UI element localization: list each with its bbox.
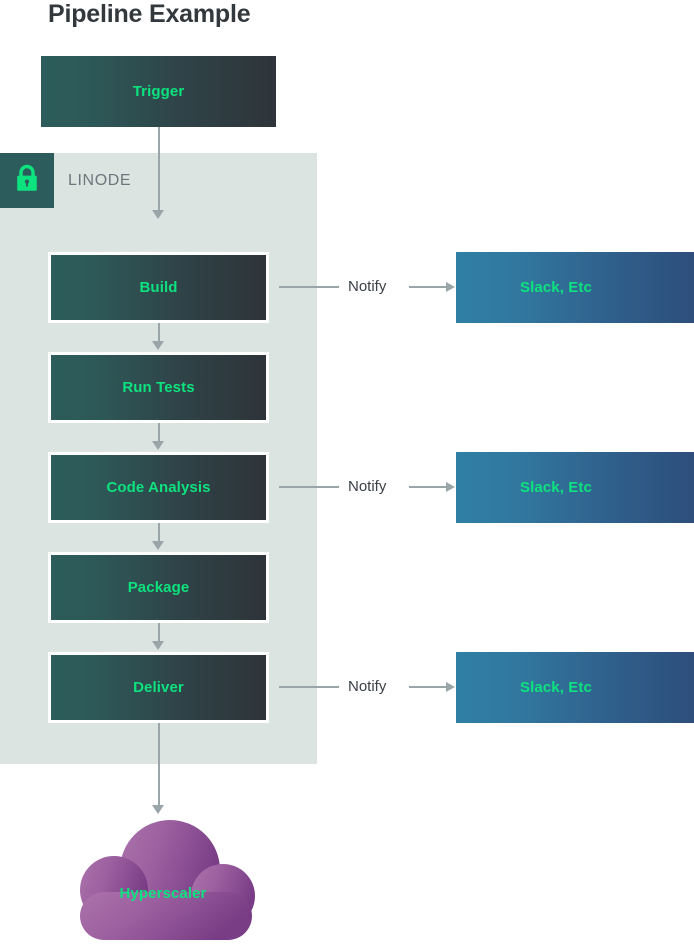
node-run-tests[interactable]: Run Tests bbox=[48, 352, 269, 423]
node-hyperscaler[interactable] bbox=[58, 818, 268, 944]
notify-arrow-deliver bbox=[446, 682, 455, 692]
arrow-run-tests-to-code-analysis bbox=[152, 441, 164, 450]
node-package[interactable]: Package bbox=[48, 552, 269, 623]
notify-line-deliver-right bbox=[409, 686, 447, 688]
lock-badge bbox=[0, 153, 54, 208]
node-build[interactable]: Build bbox=[48, 252, 269, 323]
node-deliver-label: Deliver bbox=[133, 679, 184, 696]
node-deliver[interactable]: Deliver bbox=[48, 652, 269, 723]
notify-label-build: Notify bbox=[348, 278, 387, 295]
connector-code-analysis-to-package bbox=[158, 523, 160, 543]
arrow-trigger-to-build bbox=[152, 210, 164, 219]
notify-arrow-build bbox=[446, 282, 455, 292]
arrow-package-to-deliver bbox=[152, 641, 164, 650]
arrow-code-analysis-to-package bbox=[152, 541, 164, 550]
notify-line-code-analysis-right bbox=[409, 486, 447, 488]
notify-label-code-analysis: Notify bbox=[348, 478, 387, 495]
connector-run-tests-to-code-analysis bbox=[158, 423, 160, 443]
node-slack-2[interactable]: Slack, Etc bbox=[456, 452, 694, 523]
linode-group-label: LINODE bbox=[68, 172, 132, 189]
node-package-label: Package bbox=[127, 579, 190, 596]
notify-label-deliver: Notify bbox=[348, 678, 387, 695]
arrow-deliver-to-hyperscaler bbox=[152, 805, 164, 814]
node-build-label: Build bbox=[139, 279, 178, 296]
node-trigger-label: Trigger bbox=[132, 83, 185, 100]
connector-deliver-to-hyperscaler bbox=[158, 723, 160, 807]
arrow-build-to-run-tests bbox=[152, 341, 164, 350]
notify-line-code-analysis-left bbox=[279, 486, 339, 488]
node-code-analysis[interactable]: Code Analysis bbox=[48, 452, 269, 523]
node-slack-1[interactable]: Slack, Etc bbox=[456, 252, 694, 323]
node-slack-2-label: Slack, Etc bbox=[520, 479, 592, 496]
connector-trigger-to-build bbox=[158, 127, 160, 212]
node-trigger[interactable]: Trigger bbox=[41, 56, 276, 127]
notify-line-build-left bbox=[279, 286, 339, 288]
connector-build-to-run-tests bbox=[158, 323, 160, 343]
connector-package-to-deliver bbox=[158, 623, 160, 643]
node-code-analysis-label: Code Analysis bbox=[106, 479, 211, 496]
notify-line-deliver-left bbox=[279, 686, 339, 688]
page-title: Pipeline Example bbox=[48, 0, 251, 28]
node-slack-1-label: Slack, Etc bbox=[520, 279, 592, 296]
notify-line-build-right bbox=[409, 286, 447, 288]
node-run-tests-label: Run Tests bbox=[122, 379, 195, 396]
node-slack-3[interactable]: Slack, Etc bbox=[456, 652, 694, 723]
node-slack-3-label: Slack, Etc bbox=[520, 679, 592, 696]
notify-arrow-code-analysis bbox=[446, 482, 455, 492]
cloud-icon bbox=[80, 820, 255, 940]
lock-icon bbox=[14, 163, 40, 198]
